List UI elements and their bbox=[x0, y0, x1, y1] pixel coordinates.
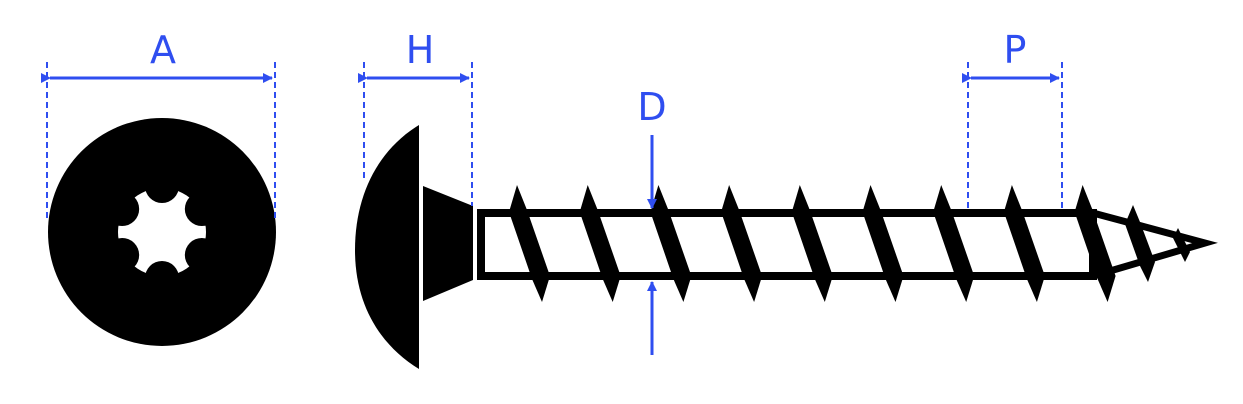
label-a: A bbox=[150, 28, 176, 72]
thread bbox=[579, 185, 621, 302]
torx-lobe bbox=[145, 169, 179, 203]
thread bbox=[721, 185, 763, 302]
torx-drive-icon bbox=[118, 188, 206, 276]
screw-side-view bbox=[355, 125, 1218, 369]
torx-lobe bbox=[184, 192, 219, 226]
torx-lobe bbox=[105, 192, 140, 226]
dimension-d: D bbox=[637, 85, 667, 355]
label-p: P bbox=[1004, 28, 1027, 72]
torx-lobe bbox=[145, 261, 179, 295]
dimension-p: P bbox=[962, 28, 1063, 209]
thread bbox=[791, 185, 833, 302]
torx-lobe bbox=[184, 238, 219, 272]
screw-head-top-view bbox=[48, 118, 276, 346]
thread bbox=[862, 185, 904, 302]
dimension-h: H bbox=[358, 28, 473, 206]
thread bbox=[933, 185, 975, 302]
torx-lobe bbox=[105, 238, 140, 272]
thread bbox=[1003, 185, 1045, 302]
thread bbox=[1074, 185, 1116, 302]
label-h: H bbox=[406, 28, 435, 72]
dimension-a: A bbox=[41, 28, 276, 222]
thread bbox=[650, 185, 692, 302]
label-d: D bbox=[637, 85, 666, 129]
thread bbox=[509, 185, 550, 302]
